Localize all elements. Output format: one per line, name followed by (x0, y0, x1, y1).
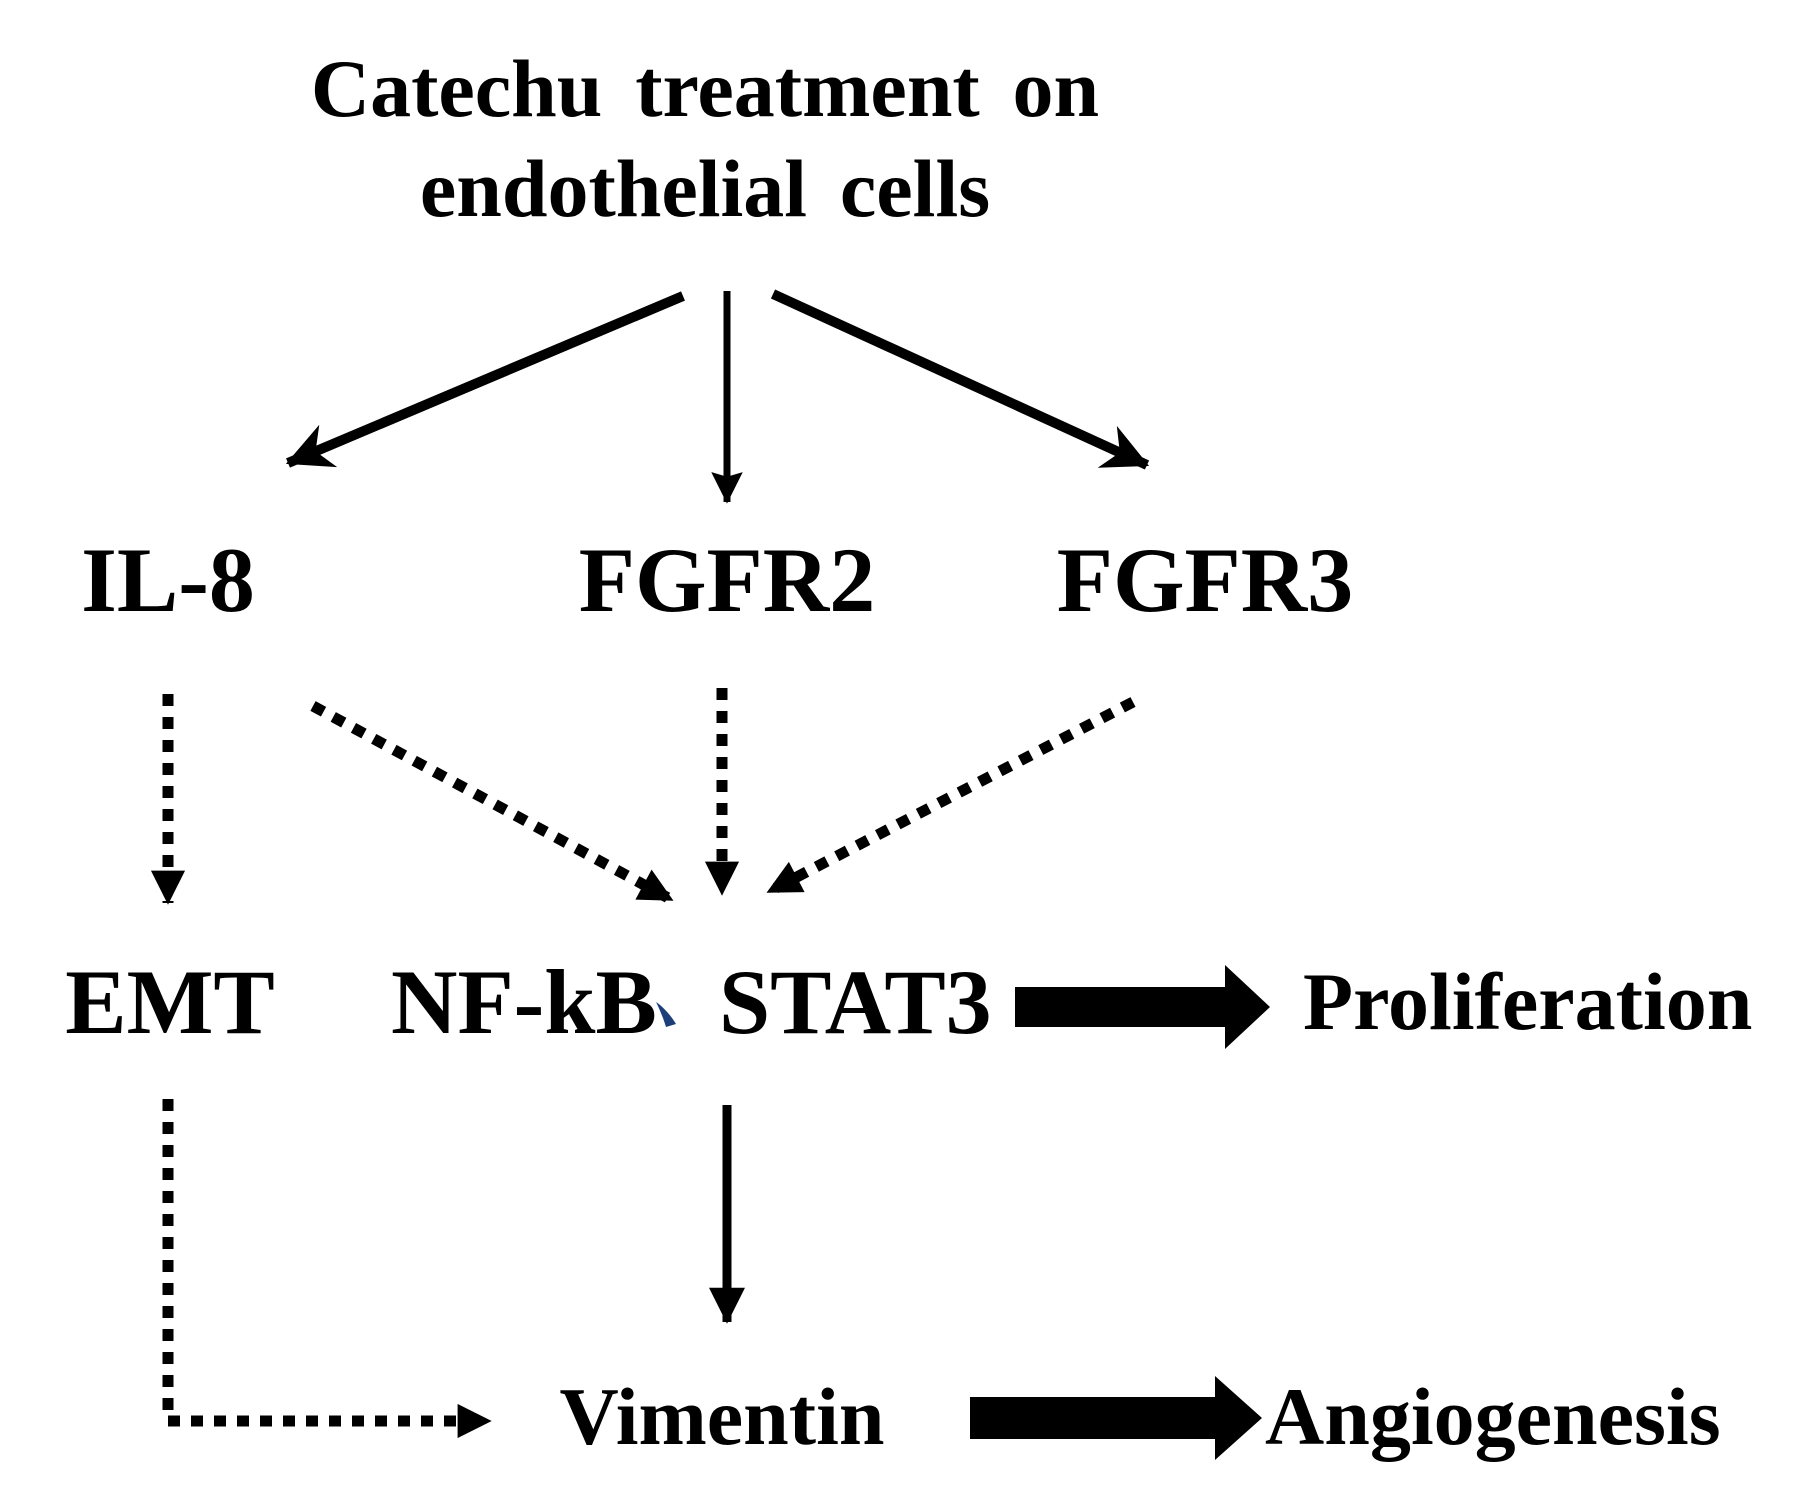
dashed-arrow-il8-to-nfkb (310, 701, 675, 905)
outcome-angiogenesis: Angiogenesis (1265, 1371, 1721, 1462)
arrow-treatment-to-fgfr3 (770, 289, 1150, 470)
arrow-treatment-to-il8 (285, 291, 685, 468)
node-il8: IL-8 (81, 529, 255, 631)
outcome-proliferation: Proliferation (1303, 956, 1753, 1047)
node-fgfr3: FGFR3 (1056, 529, 1354, 631)
dashed-arrow-emt-to-vimentin (162, 1099, 492, 1439)
node-fgfr2: FGFR2 (578, 529, 876, 631)
diagram-title: Catechu treatment on endothelial cells (311, 39, 1099, 239)
title-line-1: Catechu treatment on (310, 43, 1100, 134)
node-stat3: STAT3 (719, 951, 992, 1053)
title-line-2: endothelial cells (419, 143, 991, 234)
block-arrow-to-angiogenesis (970, 1376, 1262, 1460)
enumeration-comma-icon (656, 1002, 676, 1027)
node-vimentin: Vimentin (559, 1371, 885, 1462)
node-nfkb: NF-kB (391, 951, 657, 1053)
dashed-arrow-fgfr3-to-stat3 (765, 697, 1136, 897)
block-arrow-to-proliferation (1015, 965, 1270, 1049)
node-emt: EMT (65, 951, 275, 1053)
